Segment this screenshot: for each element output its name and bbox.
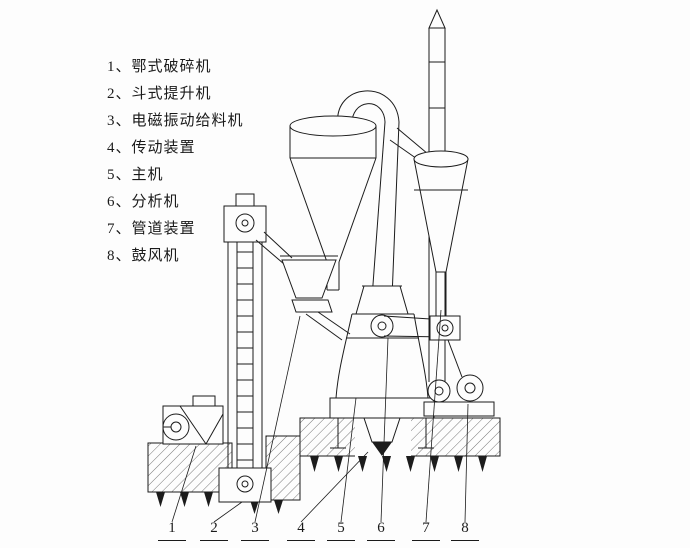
analyzer-drawing <box>355 285 461 341</box>
blower-drawing <box>423 339 495 417</box>
jaw-crusher-drawing <box>162 395 224 445</box>
leader-lines <box>171 309 469 523</box>
feed-chute-drawing <box>255 231 293 265</box>
ground-spikes <box>156 456 487 514</box>
legend-item-jaw-crusher: 1、鄂式破碎机 <box>107 59 212 75</box>
legend: 1、鄂式破碎机 2、斗式提升机 3、电磁振动给料机 4、传动装置 5、主机 6、… <box>107 54 244 270</box>
main-mill-drawing <box>329 313 435 456</box>
small-cyclone-drawing <box>389 127 469 330</box>
legend-item-pipe-device: 7、管道装置 <box>107 221 196 237</box>
legend-item-bucket-elevator: 2、斗式提升机 <box>107 86 212 102</box>
legend-item-main-unit: 5、主机 <box>107 167 164 183</box>
legend-item-analyzer: 6、分析机 <box>107 194 180 210</box>
legend-item-vibrating-feeder: 3、电磁振动给料机 <box>107 113 244 129</box>
vibrating-feeder-drawing <box>280 255 351 341</box>
bucket-elevator-drawing <box>218 193 272 503</box>
legend-item-blower: 8、鼓风机 <box>107 248 180 264</box>
legend-item-transmission: 4、传动装置 <box>107 140 196 156</box>
main-cyclone-drawing <box>289 90 400 299</box>
